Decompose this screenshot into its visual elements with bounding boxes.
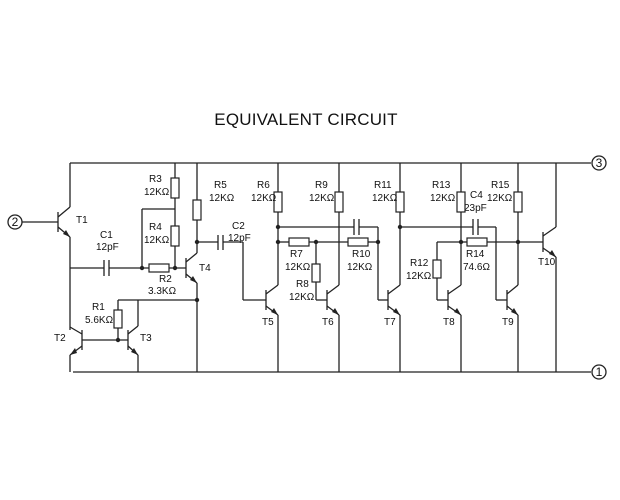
r11-name: R11 bbox=[374, 180, 392, 191]
r9-value: 12KΩ bbox=[309, 193, 335, 204]
transistor-t6: T6 bbox=[322, 284, 340, 328]
t1-label: T1 bbox=[76, 215, 88, 226]
resistor-r10: R10 12KΩ bbox=[347, 237, 373, 273]
r14-value: 74.6Ω bbox=[463, 262, 490, 273]
c1-name: C1 bbox=[100, 230, 113, 241]
r10-value: 12KΩ bbox=[347, 262, 373, 273]
terminal-3-label: 3 bbox=[596, 156, 603, 170]
t9-label: T9 bbox=[502, 317, 514, 328]
c4-value: 23pF bbox=[464, 203, 487, 214]
resistor-r13: R13 12KΩ bbox=[430, 180, 466, 213]
r1-name: R1 bbox=[92, 302, 105, 313]
r8-name: R8 bbox=[296, 279, 309, 290]
t4-label: T4 bbox=[199, 263, 211, 274]
t5-label: T5 bbox=[262, 317, 274, 328]
transistor-t8: T8 bbox=[443, 284, 462, 328]
transistor-t3: T3 bbox=[127, 325, 152, 356]
r12-name: R12 bbox=[410, 258, 429, 269]
resistor-r11: R11 12KΩ bbox=[372, 180, 405, 213]
capacitor-c3 bbox=[353, 219, 360, 235]
r15-value: 12KΩ bbox=[487, 193, 513, 204]
r13-value: 12KΩ bbox=[430, 193, 456, 204]
r6-name: R6 bbox=[257, 180, 270, 191]
resistor-r7: R7 12KΩ bbox=[285, 237, 311, 273]
t2-label: T2 bbox=[54, 333, 66, 344]
transistor-t4: T4 bbox=[185, 252, 211, 284]
t3-label: T3 bbox=[140, 333, 152, 344]
r11-value: 12KΩ bbox=[372, 193, 398, 204]
terminal-1: 1 bbox=[591, 364, 607, 380]
diagram-title: EQUIVALENT CIRCUIT bbox=[214, 110, 398, 129]
resistor-r9: R9 12KΩ bbox=[309, 180, 344, 213]
transistor-t1: T1 bbox=[57, 163, 88, 238]
r5-value: 12KΩ bbox=[209, 193, 235, 204]
t10-label: T10 bbox=[538, 257, 556, 268]
r15-name: R15 bbox=[491, 180, 510, 191]
resistor-r12: R12 12KΩ bbox=[406, 258, 442, 282]
resistor-r14: R14 74.6Ω bbox=[463, 237, 490, 273]
t8-label: T8 bbox=[443, 317, 455, 328]
capacitor-c1: C1 12pF bbox=[96, 230, 119, 276]
r2-name: R2 bbox=[159, 274, 172, 285]
r3-value: 12KΩ bbox=[144, 187, 170, 198]
r4-value: 12KΩ bbox=[144, 235, 170, 246]
r9-name: R9 bbox=[315, 180, 328, 191]
r2-value: 3.3KΩ bbox=[148, 286, 177, 297]
r12-value: 12KΩ bbox=[406, 271, 432, 282]
t7-label: T7 bbox=[384, 317, 396, 328]
transistor-t2: T2 bbox=[54, 326, 83, 356]
resistor-r2: R2 3.3KΩ bbox=[148, 263, 177, 297]
r10-name: R10 bbox=[352, 249, 371, 260]
c2-value: 12pF bbox=[228, 233, 251, 244]
r5-name: R5 bbox=[214, 180, 227, 191]
terminal-3: 3 bbox=[591, 155, 607, 171]
capacitor-c2: C2 12pF bbox=[217, 221, 251, 250]
c4-name: C4 bbox=[470, 190, 483, 201]
r7-value: 12KΩ bbox=[285, 262, 311, 273]
resistor-r4: R4 12KΩ bbox=[144, 222, 180, 247]
terminal-2-label: 2 bbox=[12, 215, 19, 229]
resistor-r1: R1 5.6KΩ bbox=[85, 302, 123, 329]
r14-name: R14 bbox=[466, 249, 485, 260]
r7-name: R7 bbox=[290, 249, 303, 260]
transistor-t7: T7 bbox=[384, 284, 401, 328]
resistor-r5: R5 12KΩ bbox=[192, 180, 235, 221]
t6-label: T6 bbox=[322, 317, 334, 328]
terminal-2: 2 bbox=[7, 214, 58, 230]
transistor-t5: T5 bbox=[262, 284, 279, 328]
terminal-1-label: 1 bbox=[596, 365, 603, 379]
c1-value: 12pF bbox=[96, 242, 119, 253]
resistor-r15: R15 12KΩ bbox=[487, 180, 523, 213]
capacitor-c4: C4 23pF bbox=[464, 190, 487, 235]
r13-name: R13 bbox=[432, 180, 451, 191]
resistor-r3: R3 12KΩ bbox=[144, 174, 180, 199]
r6-value: 12KΩ bbox=[251, 193, 277, 204]
r4-name: R4 bbox=[149, 222, 162, 233]
transistor-t9: T9 bbox=[502, 284, 519, 328]
r3-name: R3 bbox=[149, 174, 162, 185]
r8-value: 12KΩ bbox=[289, 292, 315, 303]
transistor-t10: T10 bbox=[538, 226, 557, 268]
r1-value: 5.6KΩ bbox=[85, 315, 114, 326]
c2-name: C2 bbox=[232, 221, 245, 232]
